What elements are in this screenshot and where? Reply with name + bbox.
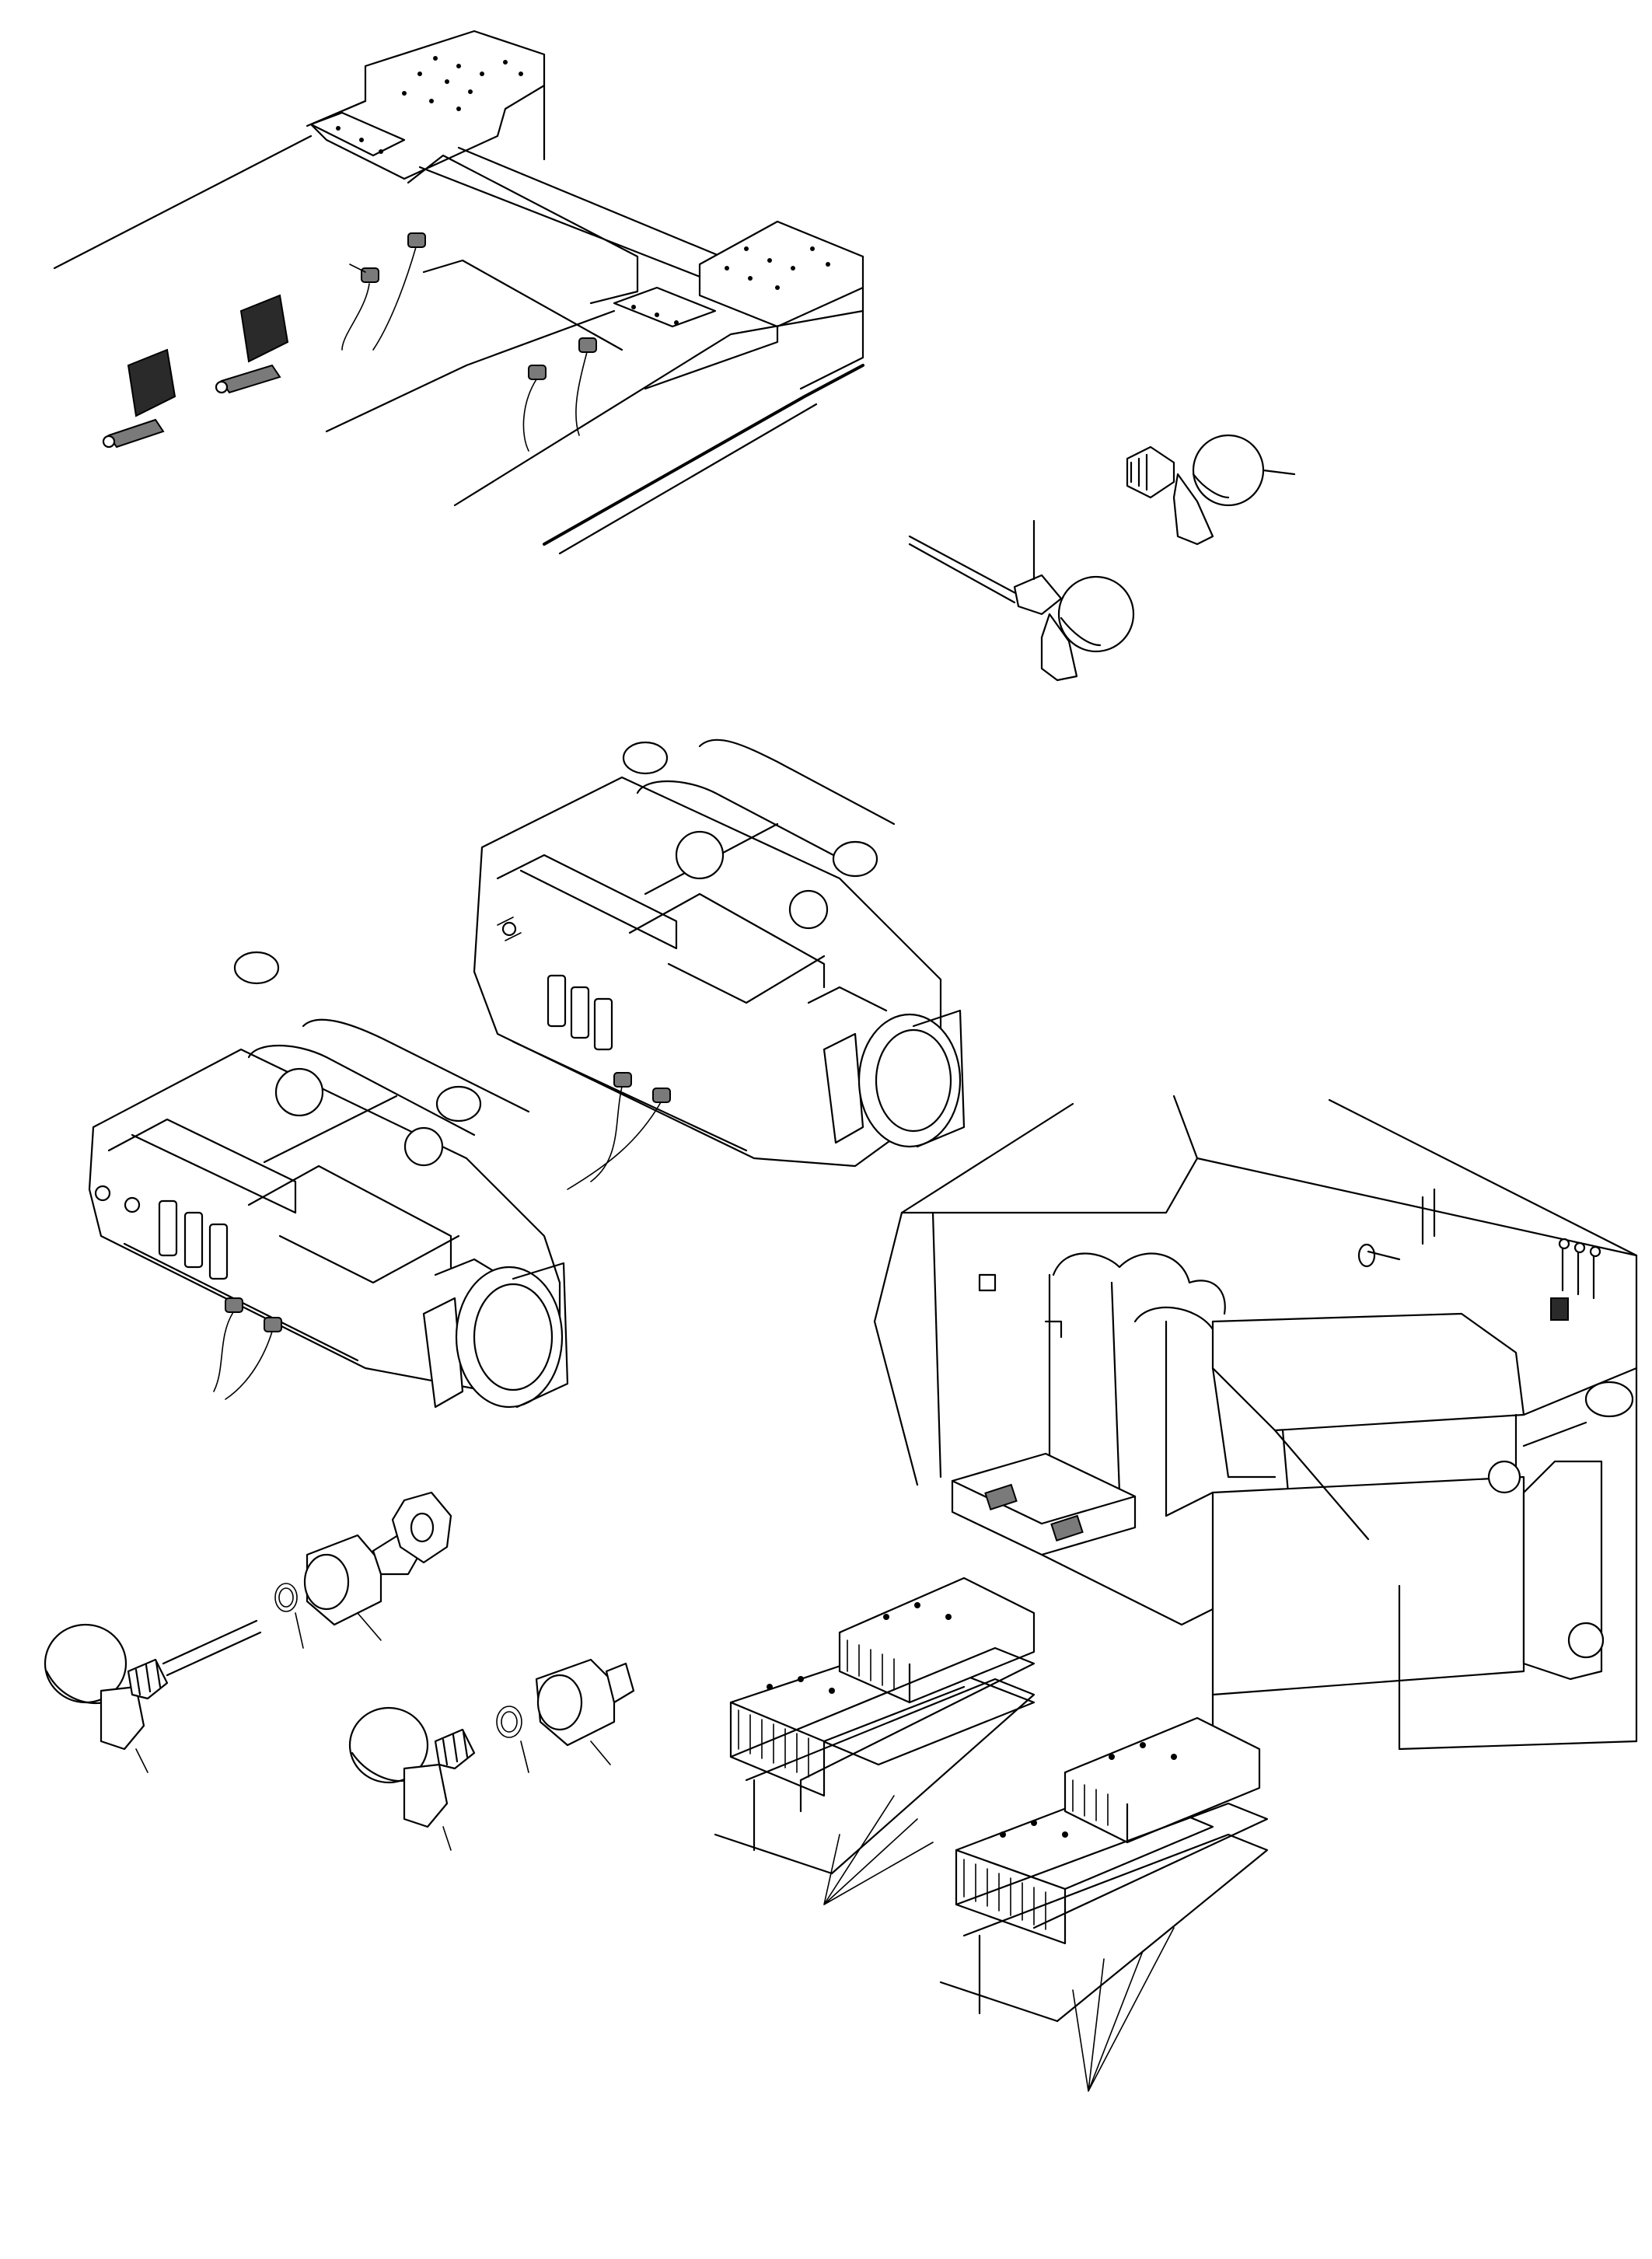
sensor-exploded-long [44, 1491, 452, 1773]
battery-bank-upper [714, 1576, 1036, 1905]
frame-sensors [102, 232, 597, 452]
sensor-detail-with-probe [908, 519, 1135, 682]
battery-bank-lower [939, 1716, 1269, 2092]
frame [53, 30, 864, 555]
engine-sensors [213, 1072, 671, 1400]
engine-rear [473, 738, 966, 1168]
sensor-detail-elbow [1126, 434, 1296, 546]
sensor-exploded-short [348, 1658, 635, 1851]
engine-front [88, 951, 569, 1409]
machine-body [873, 1095, 1638, 1751]
